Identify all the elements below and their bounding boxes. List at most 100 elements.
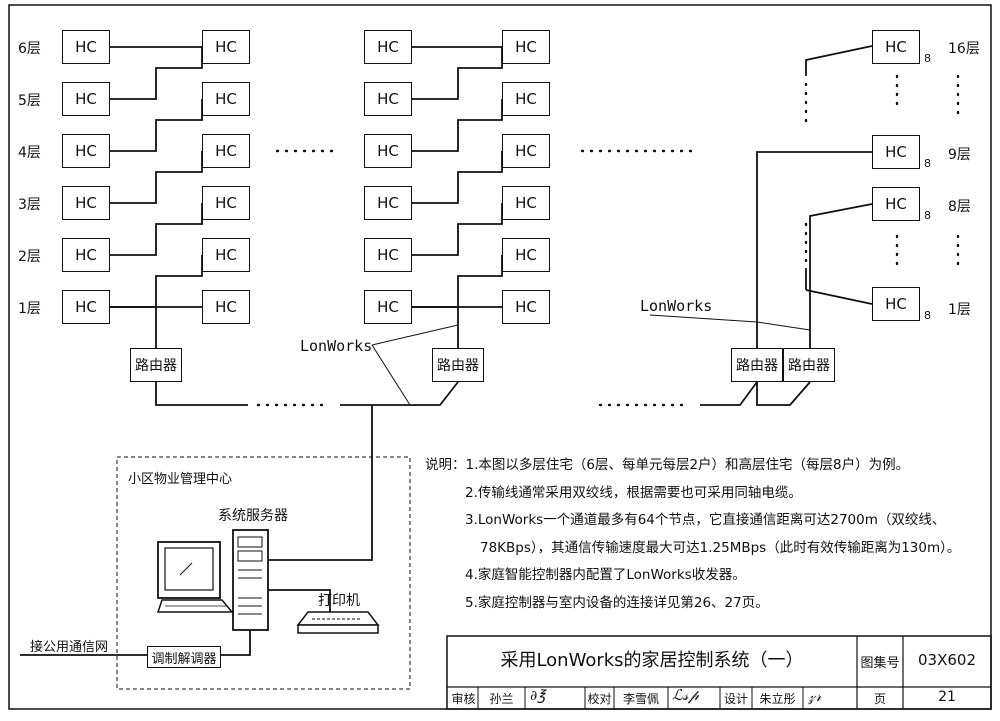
hc-b3-f9-label: HC bbox=[885, 143, 907, 161]
floor-label-5: 5层 bbox=[18, 93, 41, 109]
hc-b1-left-f3: HC bbox=[62, 186, 110, 220]
floor-label-6: 6层 bbox=[18, 41, 41, 57]
router-3b-label: 路由器 bbox=[788, 358, 830, 374]
floor-label-3: 3层 bbox=[18, 197, 41, 213]
notes-prefix: 说明： bbox=[425, 457, 466, 473]
hc-b1-left-f4: HC bbox=[62, 134, 110, 168]
hc-b1-right-f3-label: HC bbox=[215, 194, 237, 212]
lonworks-label-1: LonWorks bbox=[300, 337, 373, 355]
hc-b1-right-f2-label: HC bbox=[215, 246, 237, 264]
router-2-label: 路由器 bbox=[437, 358, 479, 374]
computer-icon bbox=[156, 541, 234, 613]
floor-label-16: 16层 bbox=[948, 41, 980, 57]
hc-b2-right-f3-label: HC bbox=[515, 194, 537, 212]
server-tower-icon bbox=[232, 529, 269, 631]
management-center-frame bbox=[116, 456, 411, 690]
floor-label-9: 9层 bbox=[948, 147, 971, 163]
floor-label-2: 2层 bbox=[18, 249, 41, 265]
router-1: 路由器 bbox=[130, 348, 182, 382]
hc-b2-right-f1: HC bbox=[502, 290, 550, 324]
public-network-label: 接公用通信网 bbox=[30, 640, 109, 655]
note-1-row: 说明：1.本图以多层住宅（6层、每单元每层2户）和高层住宅（每层8户）为例。 bbox=[425, 452, 960, 480]
note-3b: 78KBps），其通信传输速度最大可达1.25MBps（此时有效传输距离为130… bbox=[480, 539, 961, 556]
building-3 bbox=[756, 45, 960, 348]
note-1: 1.本图以多层住宅（6层、每单元每层2户）和高层住宅（每层8户）为例。 bbox=[465, 457, 910, 473]
hc-b2-right-f5: HC bbox=[502, 82, 550, 116]
check-label: 校对 bbox=[587, 692, 612, 706]
hc-b1-right-f1-label: HC bbox=[215, 298, 237, 316]
lonworks-label-2: LonWorks bbox=[640, 297, 713, 315]
hc-b2-right-f2: HC bbox=[502, 238, 550, 272]
hc-b3-f1: HC bbox=[872, 287, 920, 321]
hc-b2-right-f4: HC bbox=[502, 134, 550, 168]
hc-b2-right-f2-label: HC bbox=[515, 246, 537, 264]
designer-name: 朱立彤 bbox=[759, 692, 796, 706]
hc-b1-right-f1: HC bbox=[202, 290, 250, 324]
hc-b1-right-f4: HC bbox=[202, 134, 250, 168]
hc-b2-left-f6: HC bbox=[364, 30, 412, 64]
hc-b2-left-f1-label: HC bbox=[377, 298, 399, 316]
hc-b3-f9: HC bbox=[872, 135, 920, 169]
hc-b1-left-f1: HC bbox=[62, 290, 110, 324]
floor-label-1-right: 1层 bbox=[948, 302, 971, 318]
hc-b2-left-f2: HC bbox=[364, 238, 412, 272]
note-2: 2.传输线通常采用双绞线，根据需要也可采用同轴电缆。 bbox=[465, 484, 802, 501]
review-label: 审核 bbox=[451, 692, 476, 706]
note-5: 5.家庭控制器与室内设备的连接详见第26、27页。 bbox=[465, 594, 769, 611]
router-2: 路由器 bbox=[432, 348, 484, 382]
hc-b2-right-f5-label: HC bbox=[515, 90, 537, 108]
hc-b2-left-f5: HC bbox=[364, 82, 412, 116]
hc-b3-f1-subscript: 8 bbox=[924, 309, 931, 322]
hc-b1-left-f1-label: HC bbox=[75, 298, 97, 316]
hc-b3-f16-label: HC bbox=[885, 38, 907, 56]
printer-icon bbox=[296, 611, 380, 634]
hc-b2-left-f1: HC bbox=[364, 290, 412, 324]
hc-b1-right-f6-label: HC bbox=[215, 38, 237, 56]
printer-label: 打印机 bbox=[318, 593, 360, 609]
hc-b3-f8-subscript: 8 bbox=[924, 209, 931, 222]
hc-b1-right-f6: HC bbox=[202, 30, 250, 64]
router-3b: 路由器 bbox=[783, 348, 835, 382]
page-label: 页 bbox=[873, 692, 886, 706]
hc-b1-left-f5-label: HC bbox=[75, 90, 97, 108]
hc-b1-right-f4-label: HC bbox=[215, 142, 237, 160]
hc-b2-right-f6: HC bbox=[502, 30, 550, 64]
hc-b3-f16: HC bbox=[872, 30, 920, 64]
checker-name: 李雪佩 bbox=[622, 692, 659, 706]
hc-b2-left-f6-label: HC bbox=[377, 38, 399, 56]
hc-b2-left-f5-label: HC bbox=[377, 90, 399, 108]
hc-b1-left-f2: HC bbox=[62, 238, 110, 272]
floor-label-1: 1层 bbox=[18, 301, 41, 317]
notes: 说明：1.本图以多层住宅（6层、每单元每层2户）和高层住宅（每层8户）为例。 2… bbox=[425, 452, 960, 617]
hc-b2-left-f4-label: HC bbox=[377, 142, 399, 160]
atlas-number: 03X602 bbox=[918, 651, 976, 669]
page-number: 21 bbox=[938, 689, 956, 705]
checker-signature: ℒ𝓈𝓅 bbox=[672, 686, 700, 704]
hc-b2-left-f3-label: HC bbox=[377, 194, 399, 212]
hc-b2-right-f3: HC bbox=[502, 186, 550, 220]
hc-b2-right-f1-label: HC bbox=[515, 298, 537, 316]
note-3a: 3.LonWorks一个通道最多有64个节点，它直接通信距离可达2700m（双绞… bbox=[465, 512, 946, 528]
router-3a-label: 路由器 bbox=[736, 358, 778, 374]
hc-b1-left-f2-label: HC bbox=[75, 246, 97, 264]
router-3a: 路由器 bbox=[731, 348, 783, 382]
hc-b2-left-f4: HC bbox=[364, 134, 412, 168]
hc-b1-right-f5-label: HC bbox=[215, 90, 237, 108]
hc-b1-left-f3-label: HC bbox=[75, 194, 97, 212]
lonworks-bus bbox=[155, 314, 811, 540]
hc-b1-right-f2: HC bbox=[202, 238, 250, 272]
server-label: 系统服务器 bbox=[218, 508, 288, 524]
hc-b1-left-f5: HC bbox=[62, 82, 110, 116]
design-label: 设计 bbox=[723, 692, 748, 706]
hc-b3-f8: HC bbox=[872, 187, 920, 221]
reviewer-signature: ∂℥ bbox=[530, 688, 546, 704]
hc-b1-left-f4-label: HC bbox=[75, 142, 97, 160]
hc-b2-left-f3: HC bbox=[364, 186, 412, 220]
hc-b3-f8-label: HC bbox=[885, 195, 907, 213]
atlas-label: 图集号 bbox=[860, 656, 900, 671]
modem-label: 调制解调器 bbox=[151, 651, 217, 667]
hc-b2-left-f2-label: HC bbox=[377, 246, 399, 264]
reviewer-name: 孙兰 bbox=[489, 692, 514, 706]
hc-b3-f1-label: HC bbox=[885, 295, 907, 313]
